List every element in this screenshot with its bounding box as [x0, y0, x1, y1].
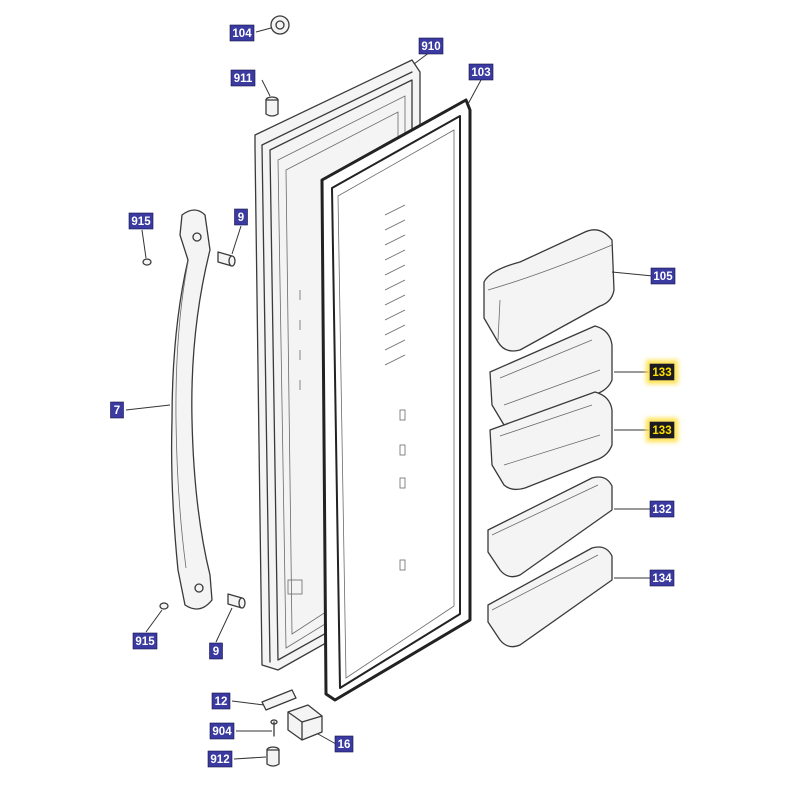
callout-103: 103 — [468, 63, 494, 81]
part-105-dairy-bin — [483, 229, 615, 352]
callout-label: 133 — [652, 367, 671, 379]
callout-badge — [230, 69, 256, 87]
part-9-stud-top — [217, 251, 236, 267]
callout-badge — [468, 63, 494, 81]
callout-label: 915 — [131, 216, 151, 228]
callout-9: 9 — [234, 208, 248, 226]
callout-badge — [132, 632, 158, 650]
callout-label: 915 — [135, 636, 155, 648]
leader-lines — [125, 27, 654, 760]
callout-badge — [649, 363, 675, 381]
callout-badge — [110, 401, 124, 419]
callout-badge — [418, 37, 444, 55]
liner-details — [384, 204, 406, 571]
part-104-washer — [270, 15, 290, 35]
callout-label: 9 — [238, 212, 244, 224]
part-7-handle — [170, 209, 213, 610]
part-132-bin — [487, 476, 613, 578]
callout-badge — [211, 692, 231, 710]
callout-badge — [649, 569, 675, 587]
callout-915: 915 — [132, 632, 158, 650]
part-915-screw-top — [142, 258, 152, 266]
part-904-screw — [270, 719, 278, 737]
callout-label: 7 — [114, 405, 120, 417]
callout-label: 12 — [215, 696, 228, 708]
callout-label: 133 — [652, 425, 671, 437]
callout-label: 105 — [653, 271, 673, 283]
callout-915: 915 — [128, 212, 154, 230]
callout-badge — [229, 24, 255, 42]
callout-910: 910 — [418, 37, 444, 55]
part-133-bin-lower — [489, 391, 613, 491]
callout-badge — [334, 735, 354, 753]
part-134-bin — [487, 546, 613, 648]
callout-132: 132 — [649, 500, 675, 518]
callout-label: 9 — [213, 646, 219, 658]
part-103-gasket — [320, 98, 472, 702]
callout-912: 912 — [207, 750, 233, 768]
callout-105: 105 — [650, 267, 676, 285]
callout-904: 904 — [209, 722, 235, 740]
callout-badge — [649, 421, 675, 439]
callout-16: 16 — [334, 735, 354, 753]
callout-badge — [234, 208, 248, 226]
callout-7: 7 — [110, 401, 124, 419]
callout-badge — [649, 500, 675, 518]
callout-badge — [128, 212, 154, 230]
callout-label: 16 — [338, 739, 351, 751]
part-915-screw-bottom — [159, 602, 169, 610]
part-9-stud-bottom — [227, 593, 246, 609]
callout-badge — [209, 722, 235, 740]
part-911-bushing — [265, 96, 279, 117]
callout-label: 104 — [232, 28, 252, 40]
callout-133-highlighted: 133 — [646, 360, 678, 384]
callout-134: 134 — [649, 569, 675, 587]
callout-104: 104 — [229, 24, 255, 42]
callout-label: 132 — [652, 504, 671, 516]
callout-133-highlighted: 133 — [646, 418, 678, 442]
callout-label: 134 — [652, 573, 672, 585]
callout-9: 9 — [209, 642, 223, 660]
part-912-pin — [266, 746, 280, 767]
part-16-hinge — [287, 704, 323, 741]
callout-12: 12 — [211, 692, 231, 710]
callout-badge — [650, 267, 676, 285]
callout-label: 911 — [234, 73, 253, 85]
callout-label: 904 — [212, 726, 232, 738]
callout-label: 910 — [421, 41, 440, 53]
part-12-plate — [261, 689, 297, 711]
callout-label: 912 — [210, 754, 229, 766]
callout-label: 103 — [471, 67, 490, 79]
callout-911: 911 — [230, 69, 256, 87]
callout-badge — [209, 642, 223, 660]
callout-badge — [207, 750, 233, 768]
